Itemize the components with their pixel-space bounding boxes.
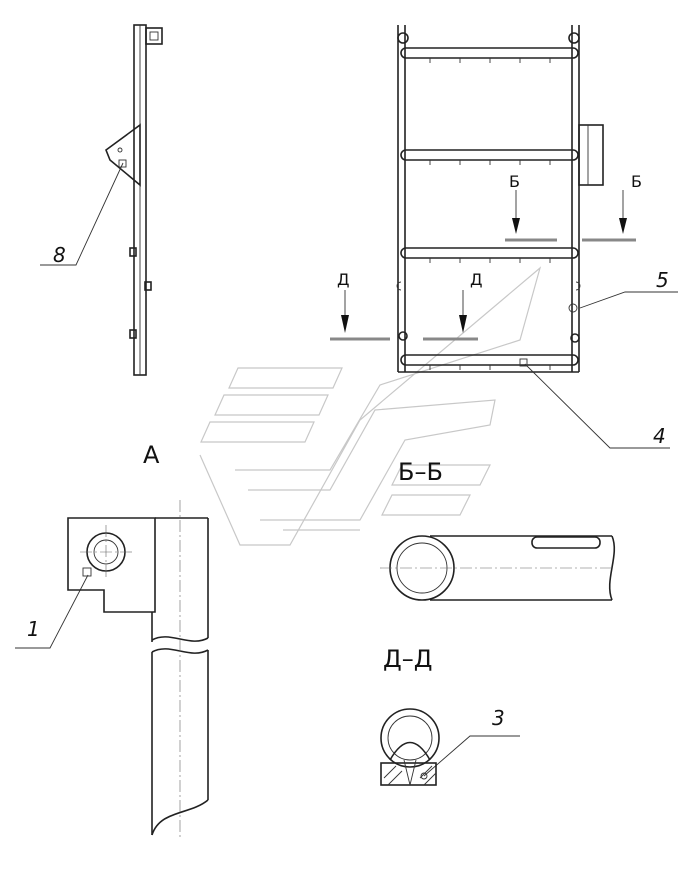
callout-8: 8 [53, 243, 66, 267]
view-label-a: А [143, 441, 160, 469]
cut-label-d-right: Д [470, 270, 483, 289]
section-d-d [380, 708, 440, 786]
cut-markers [330, 190, 636, 341]
callout-3: 3 [492, 706, 505, 730]
cut-label-d-left: Д [337, 270, 350, 289]
cut-label-b-right: Б [631, 172, 642, 191]
side-view [105, 24, 163, 376]
section-label-b: Б–Б [398, 458, 443, 486]
front-view-ladder [396, 25, 604, 373]
watermark-logo [199, 266, 542, 546]
cut-label-b-left: Б [509, 172, 520, 191]
section-b-b [380, 535, 616, 601]
mark-8-square [118, 159, 127, 168]
callout-5: 5 [656, 268, 669, 292]
callout-4: 4 [653, 424, 666, 448]
leader-lines [15, 162, 678, 777]
section-label-d: Д–Д [383, 645, 433, 673]
callout-1: 1 [27, 617, 40, 641]
detail-view-a [67, 500, 209, 840]
